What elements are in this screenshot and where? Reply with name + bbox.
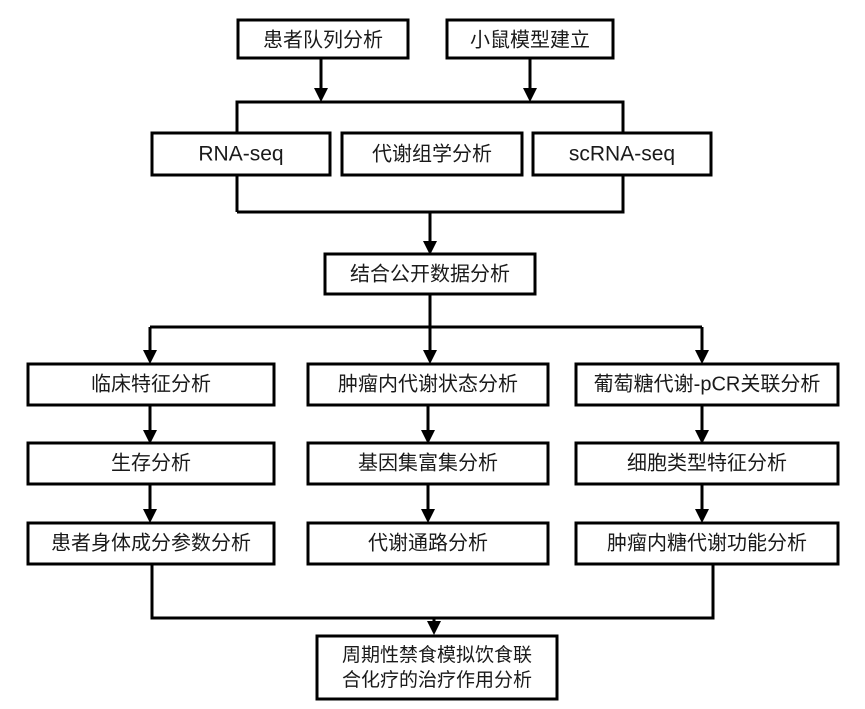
arrowhead-clinical-to-survival — [143, 430, 157, 444]
node-final-outcome[interactable]: 周期性禁食模拟饮食联 合化疗的治疗作用分析 — [315, 634, 559, 701]
node-body-composition-box — [26, 521, 276, 566]
node-glucose-pcr-label: 葡萄糖代谢-pCR关联分析 — [594, 372, 821, 395]
arrowhead-gse-to-pathway — [421, 509, 435, 523]
arrowhead-fanout-middle — [423, 350, 437, 364]
node-clinical-features-label: 临床特征分析 — [91, 372, 211, 395]
node-public-data-box — [323, 252, 537, 296]
node-gene-set-enrichment-label: 基因集富集分析 — [358, 451, 498, 474]
node-final-outcome-label-line1: 周期性禁食模拟饮食联 — [342, 644, 532, 666]
node-metabolomics-label: 代谢组学分析 — [372, 142, 492, 165]
node-scrna-seq-box — [531, 131, 713, 177]
node-tumor-glucose-function[interactable]: 肿瘤内糖代谢功能分析 — [574, 521, 840, 566]
connector-bottom-merge-bar — [150, 564, 715, 620]
arrowhead-glucose-to-celltype — [695, 430, 709, 444]
node-body-composition-label: 患者身体成分参数分析 — [51, 531, 251, 554]
node-gene-set-enrichment-box — [306, 441, 550, 486]
node-metabolic-pathway[interactable]: 代谢通路分析 — [306, 521, 550, 566]
node-mouse-model[interactable]: 小鼠模型建立 — [445, 18, 615, 60]
node-tumor-metabolic-state-label: 肿瘤内代谢状态分析 — [338, 372, 518, 395]
node-clinical-features-box — [26, 362, 276, 407]
arrowhead-mouse-to-bus — [523, 88, 537, 102]
node-metabolic-pathway-box — [306, 521, 550, 566]
node-metabolomics[interactable]: 代谢组学分析 — [340, 131, 524, 177]
node-patient-cohort-box — [236, 18, 410, 60]
node-mouse-model-box — [445, 18, 615, 60]
node-public-data[interactable]: 结合公开数据分析 — [323, 252, 537, 296]
arrowhead-celltype-to-tumorglucose — [695, 509, 709, 523]
node-tumor-glucose-function-box — [574, 521, 840, 566]
node-scrna-seq-label: scRNA-seq — [569, 143, 675, 166]
node-glucose-pcr[interactable]: 葡萄糖代谢-pCR关联分析 — [574, 362, 840, 407]
arrowhead-fanout-right — [695, 350, 709, 364]
node-survival-box — [26, 441, 276, 486]
node-cell-type-features-box — [574, 441, 840, 486]
node-final-outcome-label-line2: 合化疗的治疗作用分析 — [342, 669, 532, 691]
node-gene-set-enrichment[interactable]: 基因集富集分析 — [306, 441, 550, 486]
node-body-composition[interactable]: 患者身体成分参数分析 — [26, 521, 276, 566]
node-survival[interactable]: 生存分析 — [26, 441, 276, 486]
node-cell-type-features[interactable]: 细胞类型特征分析 — [574, 441, 840, 486]
arrowhead-patient-to-bus — [314, 88, 328, 102]
arrowhead-bus-to-public-data — [423, 241, 437, 255]
node-tumor-glucose-function-label: 肿瘤内糖代谢功能分析 — [607, 531, 807, 554]
arrowhead-survival-to-body — [143, 509, 157, 523]
node-rna-seq-box — [150, 131, 332, 177]
node-patient-cohort[interactable]: 患者队列分析 — [236, 18, 410, 60]
node-tumor-metabolic-state-box — [306, 362, 550, 407]
node-rna-seq-label: RNA-seq — [198, 143, 283, 166]
arrowhead-merge-to-final — [427, 621, 441, 635]
node-cell-type-features-label: 细胞类型特征分析 — [627, 451, 787, 474]
node-mouse-model-label: 小鼠模型建立 — [470, 28, 590, 51]
node-patient-cohort-label: 患者队列分析 — [263, 28, 383, 51]
node-rna-seq[interactable]: RNA-seq — [150, 131, 332, 177]
node-metabolomics-box — [340, 131, 524, 177]
node-tumor-metabolic-state[interactable]: 肿瘤内代谢状态分析 — [306, 362, 550, 407]
node-survival-label: 生存分析 — [111, 451, 191, 474]
arrowhead-tumorstate-to-gse — [421, 430, 435, 444]
node-scrna-seq[interactable]: scRNA-seq — [531, 131, 713, 177]
node-clinical-features[interactable]: 临床特征分析 — [26, 362, 276, 407]
arrowhead-fanout-left — [143, 350, 157, 364]
node-final-outcome-box — [315, 634, 559, 701]
node-public-data-label: 结合公开数据分析 — [350, 262, 510, 285]
node-glucose-pcr-box — [574, 362, 840, 407]
node-metabolic-pathway-label: 代谢通路分析 — [368, 531, 488, 554]
